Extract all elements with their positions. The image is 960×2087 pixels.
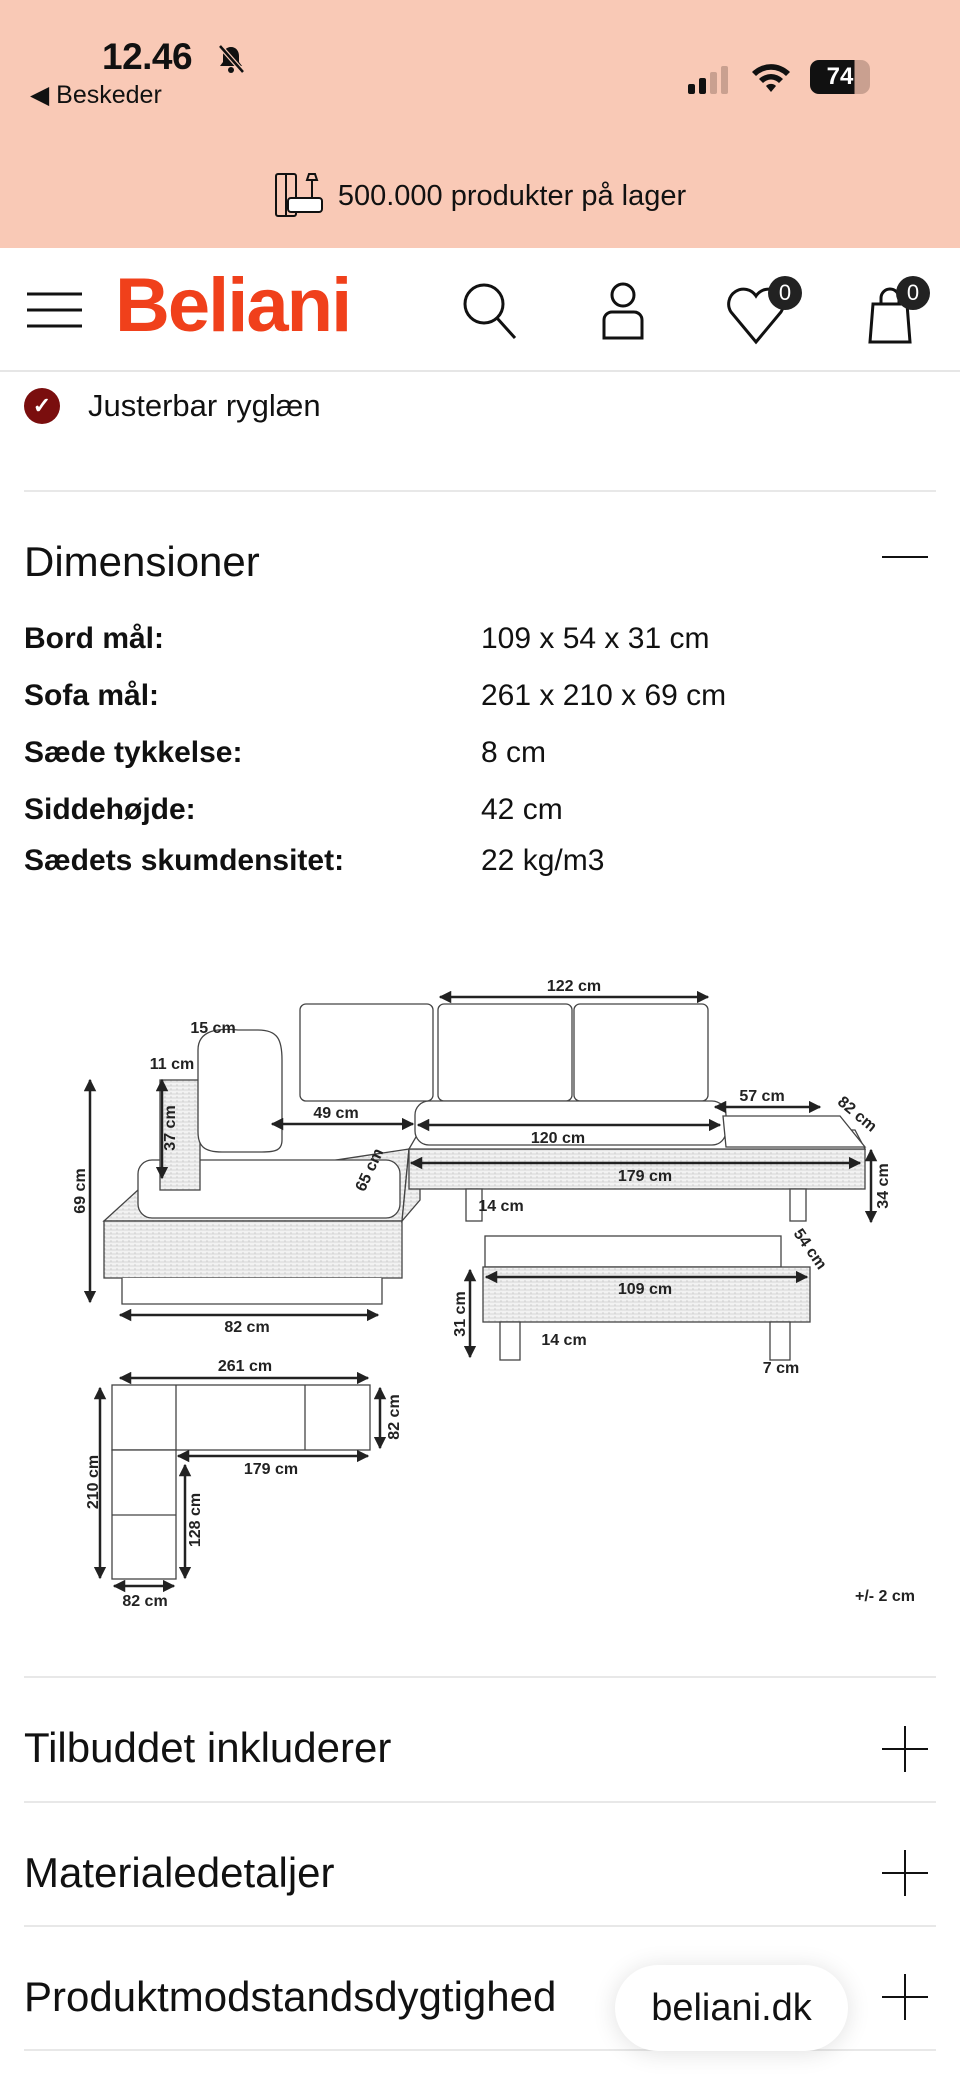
battery-icon: 74: [810, 60, 870, 94]
divider: [24, 1925, 936, 1927]
dim-label: 179 cm: [244, 1461, 298, 1478]
dim-label: 54 cm: [790, 1226, 830, 1273]
dim-label: 82 cm: [122, 1593, 167, 1610]
dim-label: 14 cm: [541, 1332, 586, 1349]
bell-slash-icon: [218, 44, 245, 74]
cart-count-badge: 0: [896, 276, 930, 310]
dim-label: 7 cm: [763, 1360, 799, 1377]
dimension-lines: [83, 990, 878, 1593]
dim-label: 82 cm: [224, 1319, 269, 1336]
divider: [24, 490, 936, 492]
dim-label: 128 cm: [187, 1493, 204, 1547]
dimension-diagram: 122 cm 15 cm 11 cm 37 cm 69 cm 49 cm 57 …: [72, 978, 915, 1610]
wifi-icon: [752, 64, 790, 92]
dim-label: 109 cm: [618, 1281, 672, 1298]
spec-label: Siddehøjde:: [24, 793, 196, 826]
site-header: [0, 248, 960, 372]
check-circle-icon: ✓: [24, 388, 60, 424]
furniture-icon: [274, 173, 323, 217]
expand-plus-icon: [882, 1726, 928, 1772]
sofa-drawing: [102, 1003, 867, 1580]
spec-label: Bord mål:: [24, 622, 165, 655]
tolerance-label: +/- 2 cm: [855, 1588, 915, 1605]
spec-value: 261 x 210 x 69 cm: [481, 679, 727, 712]
spec-value: 42 cm: [481, 793, 563, 826]
dim-label: 31 cm: [452, 1291, 469, 1336]
divider: [24, 2049, 936, 2051]
spec-label: Sæde tykkelse:: [24, 736, 243, 769]
dim-label: 11 cm: [150, 1056, 194, 1073]
spec-label: Sofa mål:: [24, 679, 160, 712]
dim-label: 69 cm: [72, 1168, 89, 1213]
dim-label: 57 cm: [739, 1088, 784, 1105]
spec-value: 8 cm: [481, 736, 547, 769]
url-bar-pill[interactable]: beliani.dk: [615, 1965, 848, 2051]
dimensions-title[interactable]: Dimensioner: [24, 538, 260, 585]
expand-plus-icon: [882, 1974, 928, 2020]
dim-label: 120 cm: [531, 1130, 585, 1147]
account-icon[interactable]: [600, 280, 646, 340]
cart-button[interactable]: 0: [866, 276, 946, 346]
beliani-logo[interactable]: Beliani: [115, 263, 352, 348]
wishlist-count-badge: 0: [768, 276, 802, 310]
back-triangle-icon: ◀: [30, 81, 57, 109]
search-icon[interactable]: [460, 280, 520, 340]
accordion-offer-includes[interactable]: Tilbuddet inkluderer: [0, 1678, 960, 1801]
dim-label: 82 cm: [386, 1394, 403, 1439]
dim-label: 261 cm: [218, 1358, 272, 1375]
status-time: 12.46: [102, 36, 193, 77]
signal-icon: [688, 66, 728, 94]
status-bar: [0, 0, 960, 248]
dim-label: 210 cm: [85, 1455, 102, 1509]
dim-label: 14 cm: [478, 1198, 523, 1215]
dim-label: 15 cm: [190, 1020, 235, 1037]
stock-banner: 500.000 produkter på lager: [0, 172, 960, 220]
divider: [24, 1801, 936, 1803]
dim-label: 122 cm: [547, 978, 601, 995]
dim-label: 34 cm: [875, 1163, 892, 1208]
hamburger-menu-icon[interactable]: [27, 290, 83, 330]
back-to-messages[interactable]: ◀ Beskeder: [30, 81, 162, 109]
expand-plus-icon: [882, 1850, 928, 1896]
wishlist-button[interactable]: 0: [726, 276, 806, 346]
dim-label: 37 cm: [162, 1105, 179, 1150]
collapse-minus-icon[interactable]: [882, 556, 928, 558]
feature-item: ✓ Justerbar ryglæn: [24, 388, 321, 424]
dim-label: 49 cm: [313, 1105, 358, 1122]
spec-value: 109 x 54 x 31 cm: [481, 622, 710, 655]
accordion-product-resistance[interactable]: Produktmodstandsdygtighed: [0, 1927, 960, 2049]
spec-value: 22 kg/m3: [481, 844, 605, 877]
accordion-material-details[interactable]: Materialedetaljer: [0, 1803, 960, 1925]
divider: [24, 1676, 936, 1678]
dim-label: 179 cm: [618, 1168, 672, 1185]
banner-text: 500.000 produkter på lager: [337, 179, 687, 212]
spec-label: Sædets skumdensitet:: [24, 844, 345, 877]
